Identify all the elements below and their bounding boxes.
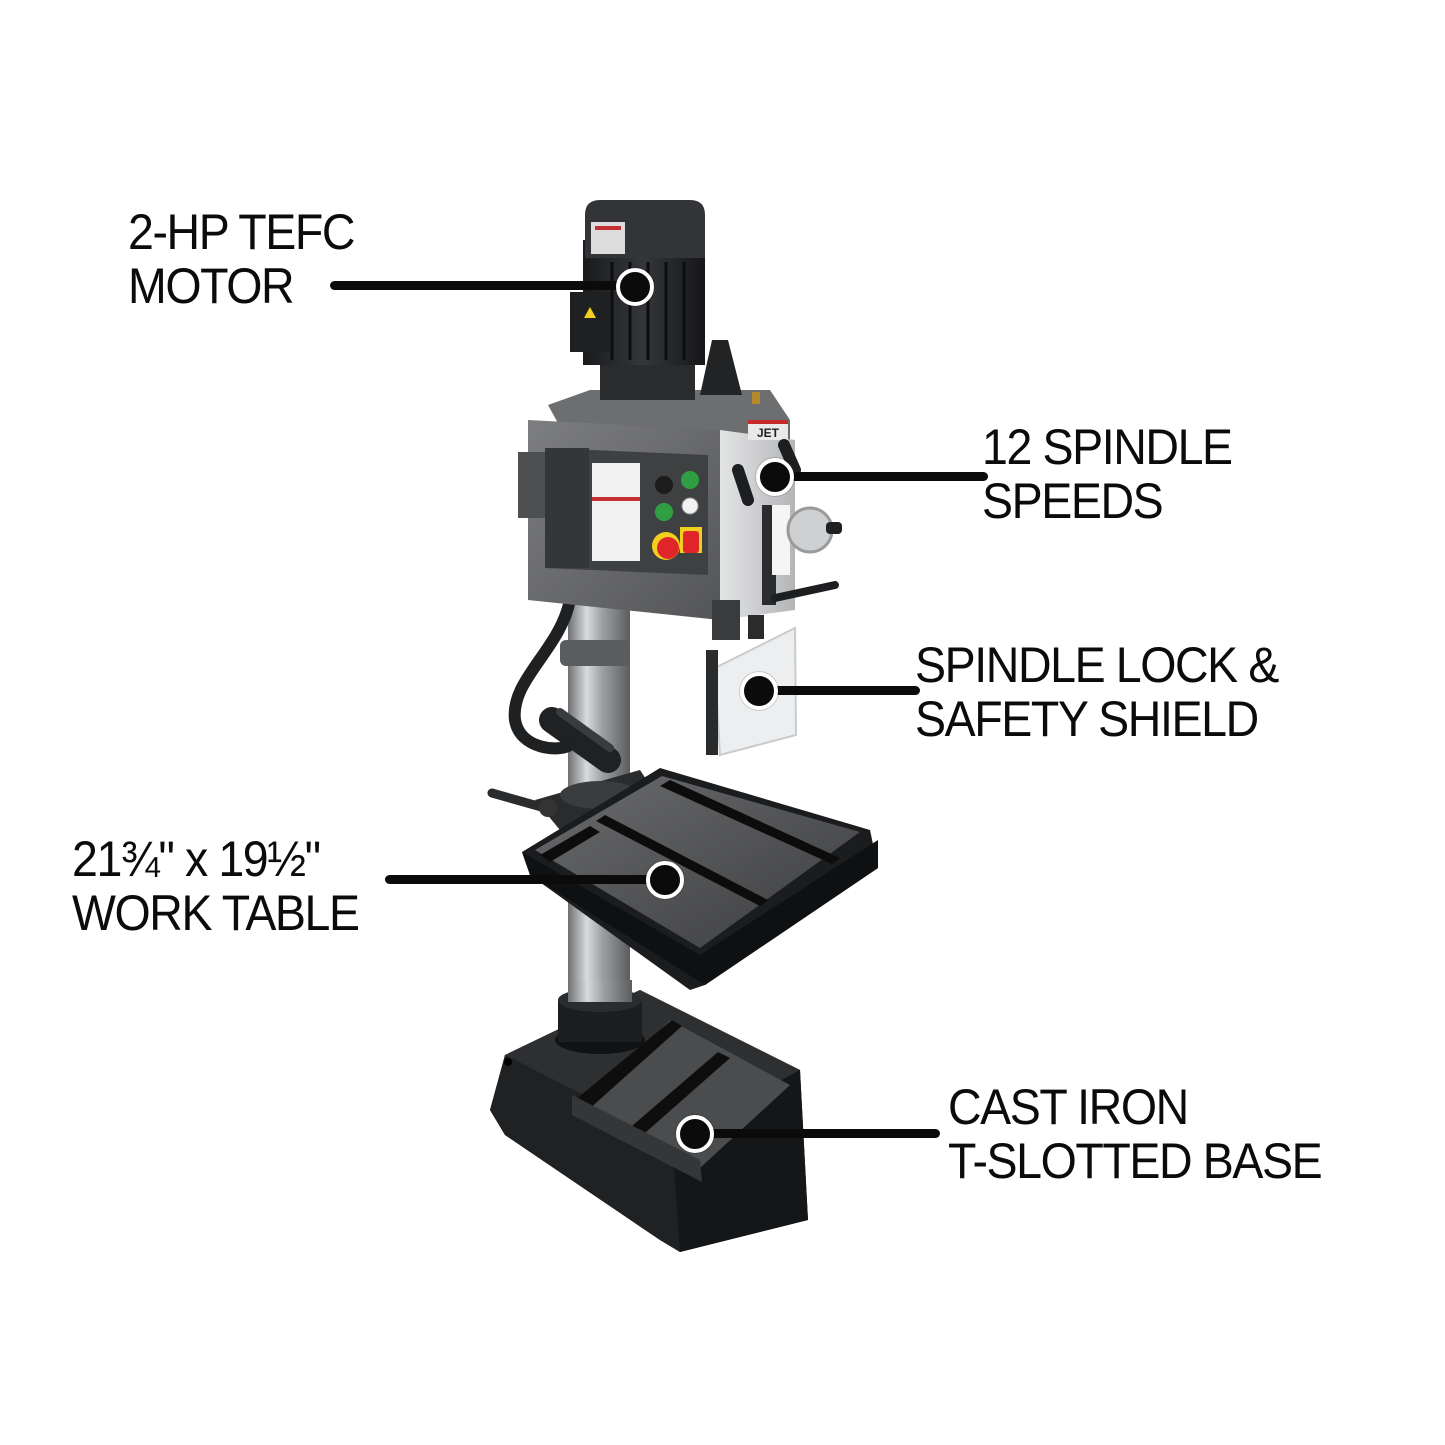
callout-line: 12 SPINDLE — [982, 419, 1233, 475]
callout-line: SPEEDS — [982, 473, 1164, 529]
cast-iron-base — [490, 990, 808, 1252]
callout-speeds-leader — [770, 472, 988, 481]
callout-speeds-label: 12 SPINDLE SPEEDS — [982, 419, 1233, 529]
callout-line: CAST IRON — [948, 1079, 1189, 1135]
work-table — [487, 768, 878, 990]
callout-motor-marker — [616, 268, 654, 306]
callout-line: 2-HP TEFC — [128, 204, 355, 260]
callout-shield-leader — [760, 686, 920, 695]
power-cable — [508, 594, 576, 755]
callout-table-label: 21¾" x 19½" WORK TABLE — [72, 831, 360, 941]
callout-line: MOTOR — [128, 258, 295, 314]
table-crank — [539, 707, 621, 773]
callout-table-leader — [385, 875, 665, 884]
callout-speeds-marker — [756, 458, 794, 496]
callout-motor-label: 2-HP TEFC MOTOR — [128, 204, 355, 314]
callout-base-marker — [676, 1115, 714, 1153]
jet-badge: JET — [757, 426, 780, 440]
motor — [570, 200, 760, 404]
callout-shield-marker — [740, 672, 778, 710]
callout-table-marker — [646, 861, 684, 899]
callout-line: WORK TABLE — [72, 885, 360, 941]
control-panel — [545, 448, 708, 575]
callout-motor-leader — [330, 281, 640, 290]
callout-base-label: CAST IRON T-SLOTTED BASE — [948, 1079, 1323, 1189]
callout-line: SPINDLE LOCK & — [915, 637, 1279, 693]
callout-shield-label: SPINDLE LOCK & SAFETY SHIELD — [915, 637, 1279, 747]
callout-line: 21¾" x 19½" — [72, 831, 321, 887]
callout-line: T-SLOTTED BASE — [948, 1133, 1323, 1189]
callout-base-leader — [690, 1129, 940, 1138]
callout-line: SAFETY SHIELD — [915, 691, 1259, 747]
